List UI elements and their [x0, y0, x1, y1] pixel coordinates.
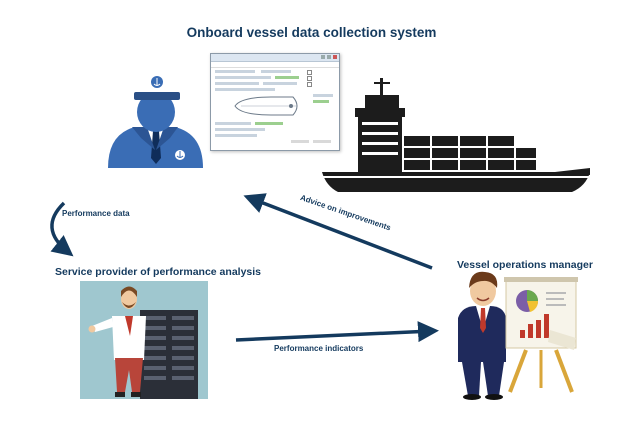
checkbox-icon: [307, 82, 312, 87]
checkbox-icon: [307, 70, 312, 75]
form-row: [215, 128, 265, 131]
provider-title: Service provider of performance analysis: [55, 266, 262, 278]
form-row: [313, 94, 333, 97]
hull-drawing: [234, 96, 298, 116]
checkbox-icon: [307, 76, 312, 81]
diagram-title: Onboard vessel data collection system: [186, 25, 437, 40]
form-row: [215, 134, 257, 137]
performance-indicators-label: Performance indicators: [274, 344, 364, 353]
form-row: [215, 82, 259, 85]
performance-indicators-arrow: [235, 321, 439, 343]
window-menu: [211, 62, 339, 68]
cargo-ship-icon: [322, 78, 590, 192]
form-row: [215, 122, 251, 125]
window-button: [291, 140, 309, 143]
form-row: [263, 82, 297, 85]
advice-arrow: [243, 193, 433, 270]
close-icon: [333, 55, 337, 59]
form-row: [215, 76, 271, 79]
software-window: [210, 53, 340, 151]
minimize-icon: [321, 55, 325, 59]
performance-data-arrow: [50, 201, 74, 257]
manager-title: Vessel operations manager: [457, 259, 593, 271]
window-titlebar: [211, 54, 339, 62]
form-row: [255, 122, 283, 125]
form-row: [215, 70, 255, 73]
server-engineer-icon: [80, 281, 208, 399]
flipchart-icon: [504, 277, 578, 393]
form-row: [261, 70, 291, 73]
captain-icon: [108, 74, 203, 168]
form-row: [313, 100, 329, 103]
form-row: [275, 76, 299, 79]
window-button: [313, 140, 331, 143]
form-row: [215, 88, 275, 91]
maximize-icon: [327, 55, 331, 59]
performance-data-label: Performance data: [62, 209, 130, 218]
